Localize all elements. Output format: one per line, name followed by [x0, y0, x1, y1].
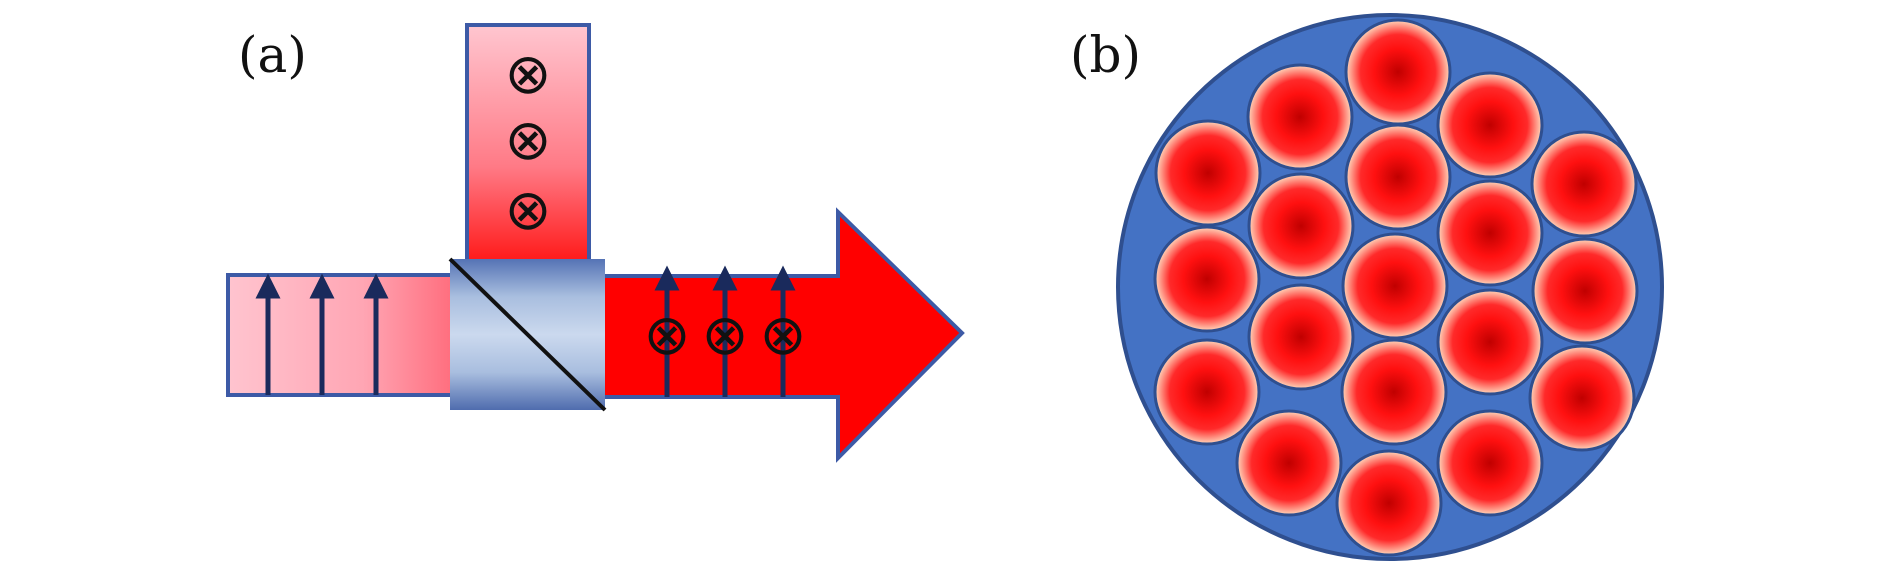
fiber-core-icon: [1344, 123, 1452, 231]
fiber-core-icon: [1436, 288, 1544, 396]
polarization-into-page-icon: ⊗: [505, 108, 552, 173]
output-polarization-symbols: ⊗ ⊗ ⊗: [644, 303, 807, 368]
polarization-into-page-icon: ⊗: [505, 178, 552, 243]
fiber-cores: [1153, 18, 1639, 557]
polarization-into-page-icon: ⊗: [505, 42, 552, 107]
input-beam: [226, 273, 454, 397]
fiber-core-icon: [1153, 338, 1261, 446]
fiber-core-icon: [1154, 119, 1262, 227]
beam-splitter-diagonal: [448, 257, 607, 412]
polarization-into-page-icon: ⊗: [702, 303, 749, 368]
polarization-into-page-icon: ⊗: [644, 303, 691, 368]
fiber-core-icon: [1153, 225, 1261, 333]
fiber-core-icon: [1531, 237, 1639, 345]
fiber-core-icon: [1340, 338, 1448, 446]
fiber-core-icon: [1436, 409, 1544, 517]
fiber-core-icon: [1247, 172, 1355, 280]
fiber-core-icon: [1344, 18, 1452, 126]
fiber-core-icon: [1247, 283, 1355, 391]
output-polarization-arrows: [654, 265, 796, 397]
polarization-into-page-icon: ⊗: [760, 303, 807, 368]
fiber-core-icon: [1341, 232, 1449, 340]
panel-a: (a) ⊗ ⊗ ⊗ ⊗ ⊗ ⊗: [226, 23, 965, 463]
panel-b-label: (b): [1070, 26, 1141, 84]
panel-b: (b): [1070, 13, 1664, 561]
beam-splitter-cube: [448, 257, 607, 412]
panel-a-label: (a): [238, 26, 307, 84]
fiber-core-icon: [1436, 179, 1544, 287]
fiber-core-icon: [1235, 409, 1343, 517]
fiber-core-icon: [1436, 71, 1544, 179]
fiber-core-icon: [1530, 130, 1638, 238]
input-polarization-arrows: [255, 273, 389, 395]
fiber-core-icon: [1246, 63, 1354, 171]
fiber-core-icon: [1335, 449, 1443, 557]
top-beam-polarization-symbols: ⊗ ⊗ ⊗: [505, 42, 552, 243]
top-beam: [465, 23, 591, 263]
fiber-core-icon: [1528, 344, 1636, 452]
